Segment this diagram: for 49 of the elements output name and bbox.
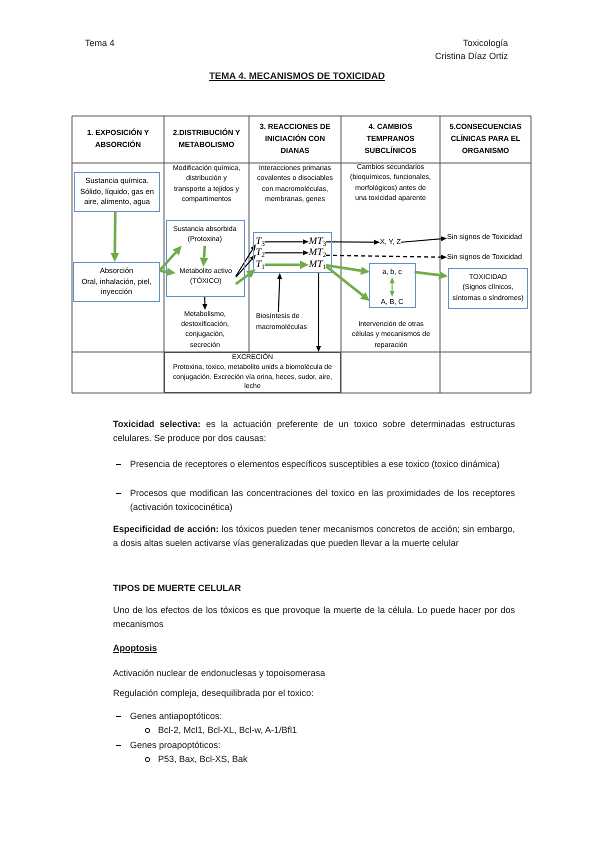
arrow: [110, 212, 120, 262]
arrow: [235, 244, 256, 277]
arrow: [264, 239, 309, 244]
arrow: [235, 254, 256, 278]
paragraph: Regulación compleja, desequilibrada por el toxico:: [113, 687, 314, 700]
arrow: [264, 250, 309, 256]
dashed-arrow: [326, 254, 447, 260]
process-box: [73, 262, 160, 302]
math-label: MT$_{1}$: [308, 260, 326, 270]
arrow: [326, 240, 380, 245]
arrow: [277, 273, 282, 312]
list-item: Bcl-2, Mcl1, Bcl-XL, Bcl-w, A-1/Bfl1: [158, 724, 298, 737]
page-header-text: Tema 4: [85, 37, 115, 50]
group-box: [166, 220, 245, 297]
document-title: TEMA 4. MECANISMOS DE TOXICIDAD: [209, 71, 385, 82]
math-label: T$_{2}$: [256, 248, 265, 258]
page-header-text: Toxicología: [462, 37, 508, 50]
arrow: [400, 236, 447, 243]
arrow: [264, 260, 309, 270]
process-box: [448, 268, 528, 309]
section-heading: TIPOS DE MUERTE CELULAR: [113, 582, 242, 595]
arrow: [325, 265, 370, 301]
math-label: MT$_{3}$: [308, 236, 326, 247]
list-item: Genes antiapoptóticos:: [130, 710, 222, 723]
list-item: Procesos que modifican las concentraciones del toxico en las proximidades de los receptores (activación toxicocinética): [130, 487, 515, 514]
arrow: [316, 273, 322, 352]
arrow: [326, 264, 370, 275]
math-label: MT$_{2}$: [308, 248, 326, 258]
paragraph: Especificidad de acción: los tóxicos pueden tener mecanismos concretos de acción; sin embargo, a dosis altas suelen activarse vías generalizadas que pueden llevar a la muerte celular: [113, 523, 515, 550]
arrow: [200, 246, 208, 267]
arrow: [202, 296, 208, 310]
math-label: T$_{1}$: [256, 260, 265, 270]
list-item: Genes proapoptóticos:: [130, 739, 221, 752]
subsection-heading: Apoptosis: [113, 642, 157, 655]
math-label: T$_{3}$: [256, 236, 265, 247]
arrow: [414, 270, 448, 280]
arrow: [235, 269, 256, 286]
group-box: [253, 232, 332, 273]
arrow: [159, 246, 182, 271]
arrow: [160, 268, 176, 276]
page-header-text: Cristina Díaz Ortiz: [434, 50, 508, 62]
paragraph: Toxicidad selectiva: es la actuación preferente de un toxico sobre determinadas estructuras celulares. Se produce por dos causas:: [113, 418, 515, 445]
paragraph: Uno de los efectos de los tóxicos es que provoque la muerte de la célula. Lo puede hacer por dos mecanismos: [113, 604, 515, 631]
table-cell: [164, 352, 341, 393]
list-item: P53, Bax, Bcl-XS, Bak: [158, 753, 248, 766]
list-item: Presencia de receptores o elementos específicos susceptibles a ese toxico (toxico dinámica): [130, 458, 501, 471]
double-arrow: [390, 277, 395, 297]
paragraph: Activación nuclear de endonuclesas y topoisomerasa: [113, 667, 326, 680]
group-box: [369, 263, 416, 308]
